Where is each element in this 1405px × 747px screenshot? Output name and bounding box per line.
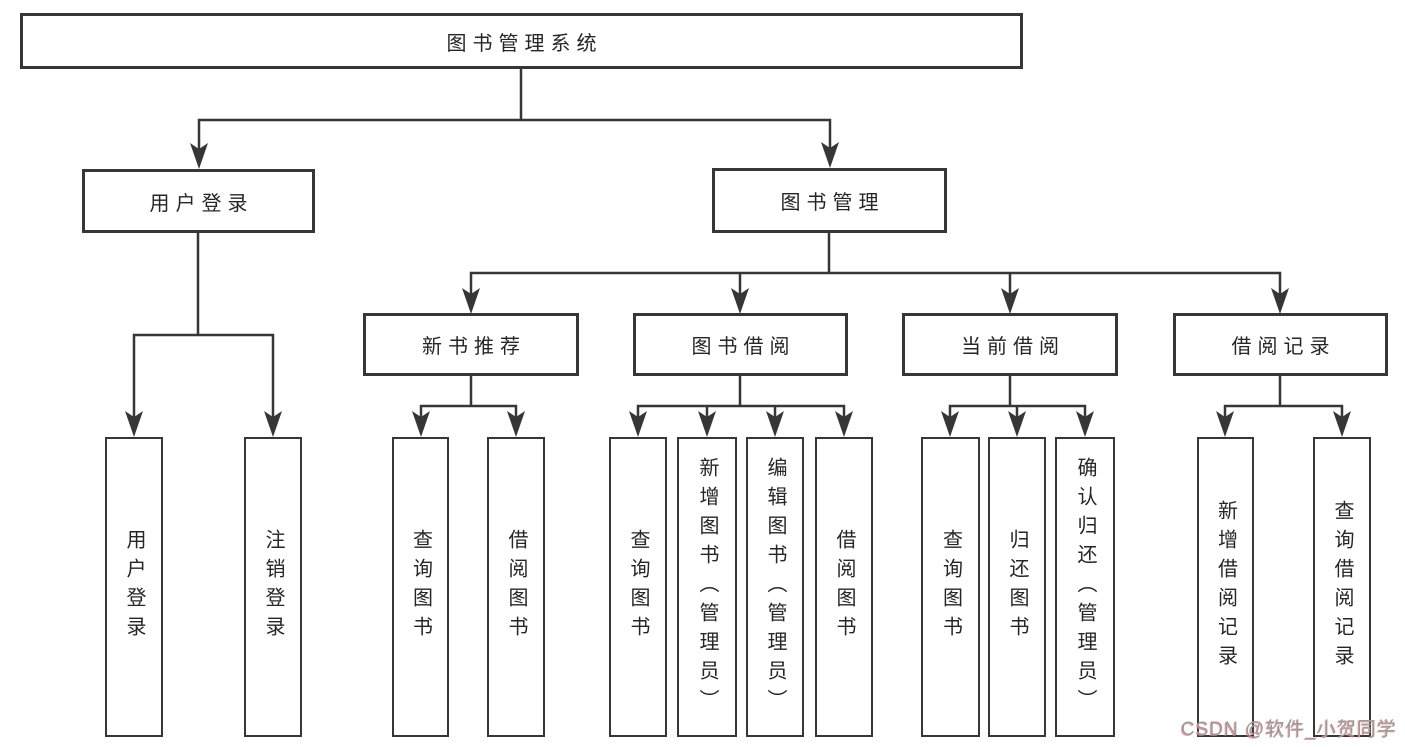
leaf-add-books-admin: 新增图书（管理员） — [677, 437, 737, 737]
leaf-edit-books-admin: 编辑图书（管理员） — [746, 437, 804, 737]
node-borrowing-records: 借阅记录 — [1173, 313, 1388, 376]
leaf-logout: 注销登录 — [244, 437, 302, 737]
node-user-login: 用户登录 — [82, 169, 315, 233]
node-library-management-system: 图书管理系统 — [20, 13, 1023, 69]
leaf-label: 新增图书（管理员） — [696, 456, 718, 718]
leaf-borrow-books: 借阅图书 — [487, 437, 545, 737]
leaf-label: 查询图书 — [939, 529, 962, 645]
leaf-confirm-return-admin: 确认归还（管理员） — [1055, 437, 1115, 737]
leaf-label: 用户登录 — [123, 529, 145, 645]
leaf-label: 确认归还（管理员） — [1074, 456, 1096, 718]
node-label: 当前借阅 — [961, 336, 1065, 358]
node-new-book-recommendation: 新书推荐 — [363, 313, 579, 376]
leaf-query-books: 查询图书 — [392, 437, 449, 737]
leaf-borrow-books: 借阅图书 — [815, 437, 873, 737]
node-book-borrowing: 图书借阅 — [633, 313, 848, 376]
leaf-query-books: 查询图书 — [609, 437, 667, 737]
node-label: 新书推荐 — [422, 336, 526, 358]
node-label: 图书借阅 — [691, 336, 796, 358]
leaf-label: 新增借阅记录 — [1214, 500, 1237, 674]
leaf-label: 归还图书 — [1006, 529, 1028, 645]
leaf-label: 借阅图书 — [505, 529, 527, 645]
leaf-label: 查询借阅记录 — [1331, 500, 1353, 674]
node-label: 借阅记录 — [1231, 336, 1336, 358]
node-current-borrowing: 当前借阅 — [902, 313, 1118, 376]
node-book-management: 图书管理 — [712, 168, 947, 233]
node-label: 图书管理系统 — [446, 32, 603, 55]
leaf-user-login: 用户登录 — [105, 437, 163, 737]
node-label: 用户登录 — [149, 192, 254, 215]
leaf-query-books: 查询图书 — [921, 437, 980, 737]
leaf-label: 注销登录 — [262, 529, 284, 645]
leaf-label: 查询图书 — [627, 529, 649, 645]
watermark-text: CSDN @软件_小贺同学 — [1181, 719, 1397, 740]
leaf-label: 编辑图书（管理员） — [764, 456, 786, 718]
leaf-return-books: 归还图书 — [988, 437, 1046, 737]
leaf-label: 查询图书 — [409, 529, 432, 645]
leaf-label: 借阅图书 — [833, 529, 855, 645]
leaf-add-borrow-record: 新增借阅记录 — [1197, 437, 1254, 737]
leaf-query-borrow-record: 查询借阅记录 — [1313, 437, 1371, 737]
node-label: 图书管理 — [780, 192, 885, 214]
